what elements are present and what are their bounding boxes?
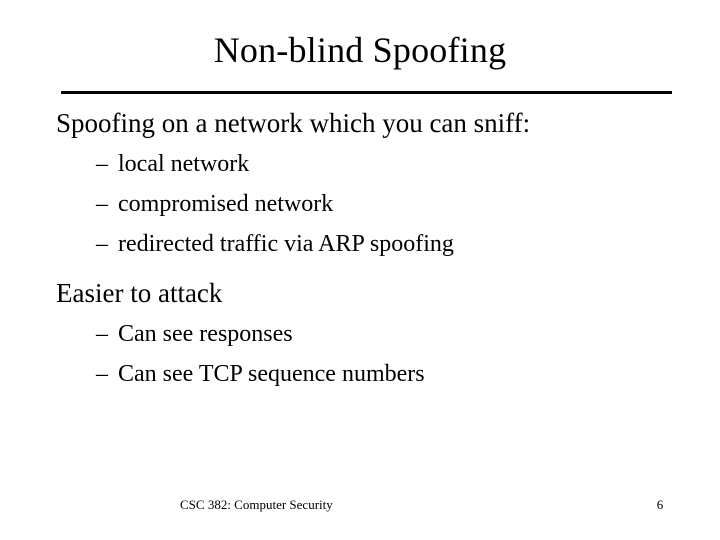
list-item-label: local network xyxy=(118,151,250,177)
page-title: Non-blind Spoofing xyxy=(213,30,507,70)
slide-body: Spoofing on a network which you can snif… xyxy=(0,106,720,394)
dash-bullet-icon: – xyxy=(96,191,108,217)
footer-page-number: 6 xyxy=(656,497,664,512)
bullet-level2-group-1: –local network –compromised network –red… xyxy=(0,144,720,264)
dash-bullet-icon: – xyxy=(96,321,108,347)
dash-bullet-icon: – xyxy=(96,151,108,177)
footer-course-label: CSC 382: Computer Security xyxy=(180,497,333,512)
bullet-level2-group-2: –Can see responses –Can see TCP sequence… xyxy=(0,314,720,394)
title-divider xyxy=(61,91,672,94)
list-item-label: Can see TCP sequence numbers xyxy=(118,361,425,387)
bullet-level1-easier-to-attack: Easier to attack xyxy=(56,278,223,308)
list-item: –Can see TCP sequence numbers xyxy=(0,354,720,394)
list-item-label: compromised network xyxy=(118,191,334,217)
list-item-label: Can see responses xyxy=(118,321,293,347)
dash-bullet-icon: – xyxy=(96,231,108,257)
list-item: –compromised network xyxy=(0,184,720,224)
dash-bullet-icon: – xyxy=(96,361,108,387)
title-area: Non-blind Spoofing xyxy=(0,28,720,72)
list-item-label: redirected traffic via ARP spoofing xyxy=(118,231,454,257)
slide-footer: CSC 382: Computer Security 6 xyxy=(0,496,720,516)
bullet-level1-spoofing: Spoofing on a network which you can snif… xyxy=(56,108,531,138)
list-item: –redirected traffic via ARP spoofing xyxy=(0,224,720,264)
list-item: –Can see responses xyxy=(0,314,720,354)
list-item: –local network xyxy=(0,144,720,184)
